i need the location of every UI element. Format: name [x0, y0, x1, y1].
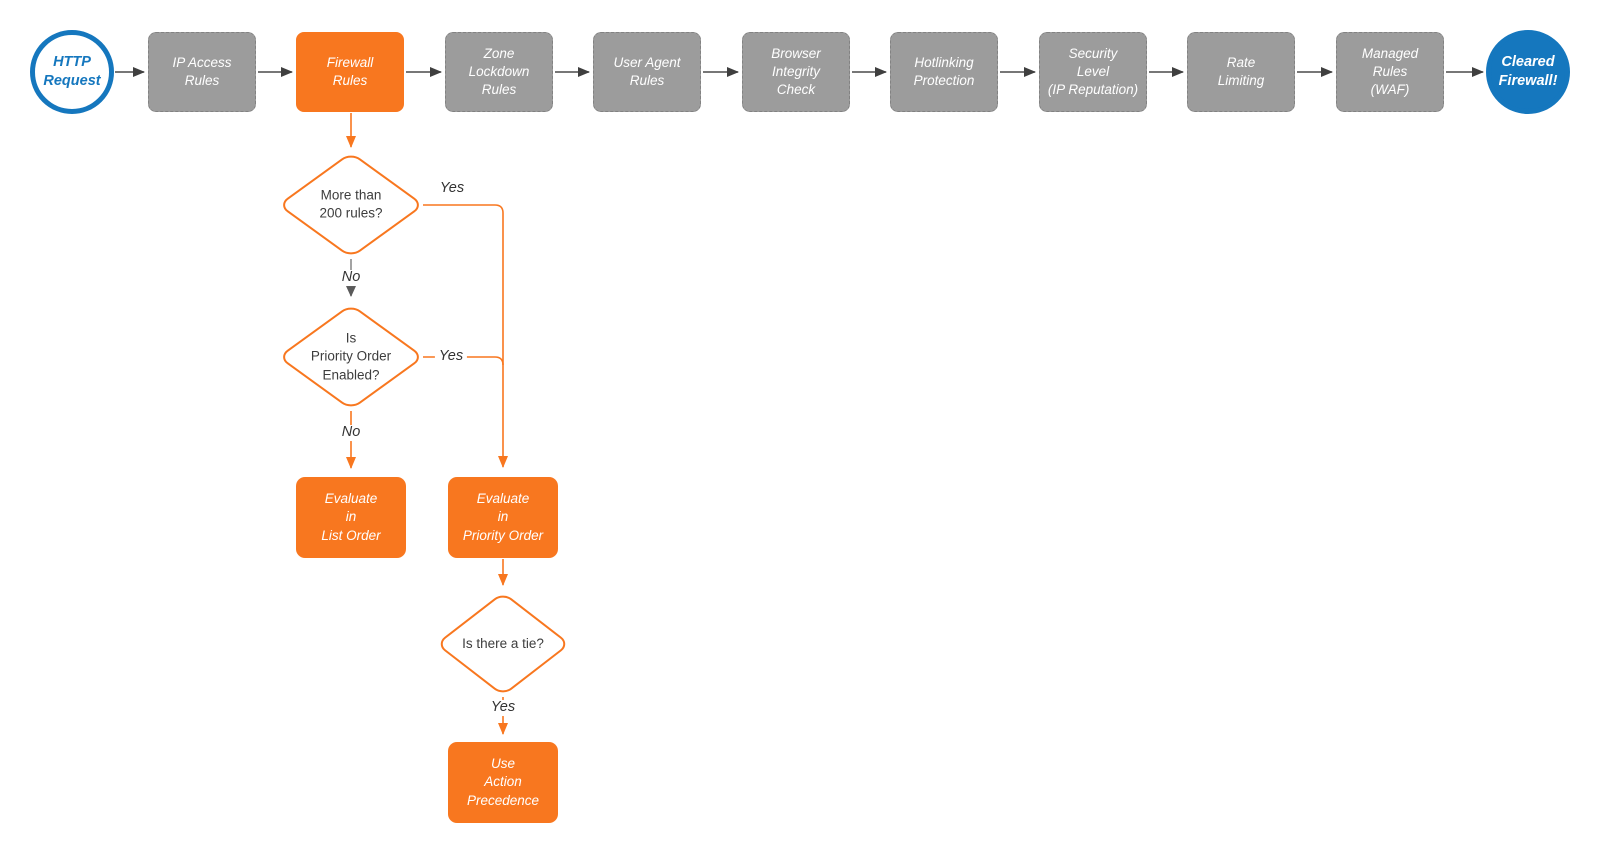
edge-label-decision-2-no: No	[337, 424, 365, 441]
decision-diamond-is-there-a-tie	[437, 593, 569, 695]
action-evaluate-in-list-order: Evaluate in List Order	[296, 477, 406, 558]
stage-security-level-ip-reputation: Security Level (IP Reputation)	[1039, 32, 1147, 112]
edge-decision-2-yes	[423, 356, 504, 366]
stage-hotlinking-protection: Hotlinking Protection	[890, 32, 998, 112]
decision-label-is-there-a-tie: Is there a tie?	[462, 635, 544, 651]
edge-label-decision-2-yes: Yes	[434, 348, 468, 365]
stage-browser-integrity-check: Browser Integrity Check	[742, 32, 850, 112]
decision-label-more-than-200-rules: More than 200 rules?	[319, 187, 383, 221]
end-node-cleared-firewall: Cleared Firewall!	[1486, 30, 1570, 114]
action-evaluate-in-priority-order: Evaluate in Priority Order	[448, 477, 558, 558]
stage-managed-rules-waf: Managed Rules (WAF)	[1336, 32, 1444, 112]
edge-label-decision-1-yes: Yes	[435, 180, 469, 197]
action-use-action-precedence: Use Action Precedence	[448, 742, 558, 823]
decision-label-priority-order-enabled: Is Priority Order Enabled?	[310, 330, 392, 383]
stage-rate-limiting: Rate Limiting	[1187, 32, 1295, 112]
stage-ip-access-rules: IP Access Rules	[148, 32, 256, 112]
decision-diamond-priority-order-enabled	[279, 305, 423, 409]
edge-label-decision-1-no: No	[337, 269, 365, 286]
stage-zone-lockdown-rules: Zone Lockdown Rules	[445, 32, 553, 112]
edge-label-decision-3-yes: Yes	[486, 699, 520, 716]
edge-decision-1-yes	[423, 204, 508, 468]
decision-diamond-more-than-200-rules	[279, 153, 423, 257]
stage-firewall-rules: Firewall Rules	[296, 32, 404, 112]
stage-user-agent-rules: User Agent Rules	[593, 32, 701, 112]
start-node-http-request: HTTP Request	[30, 30, 114, 114]
